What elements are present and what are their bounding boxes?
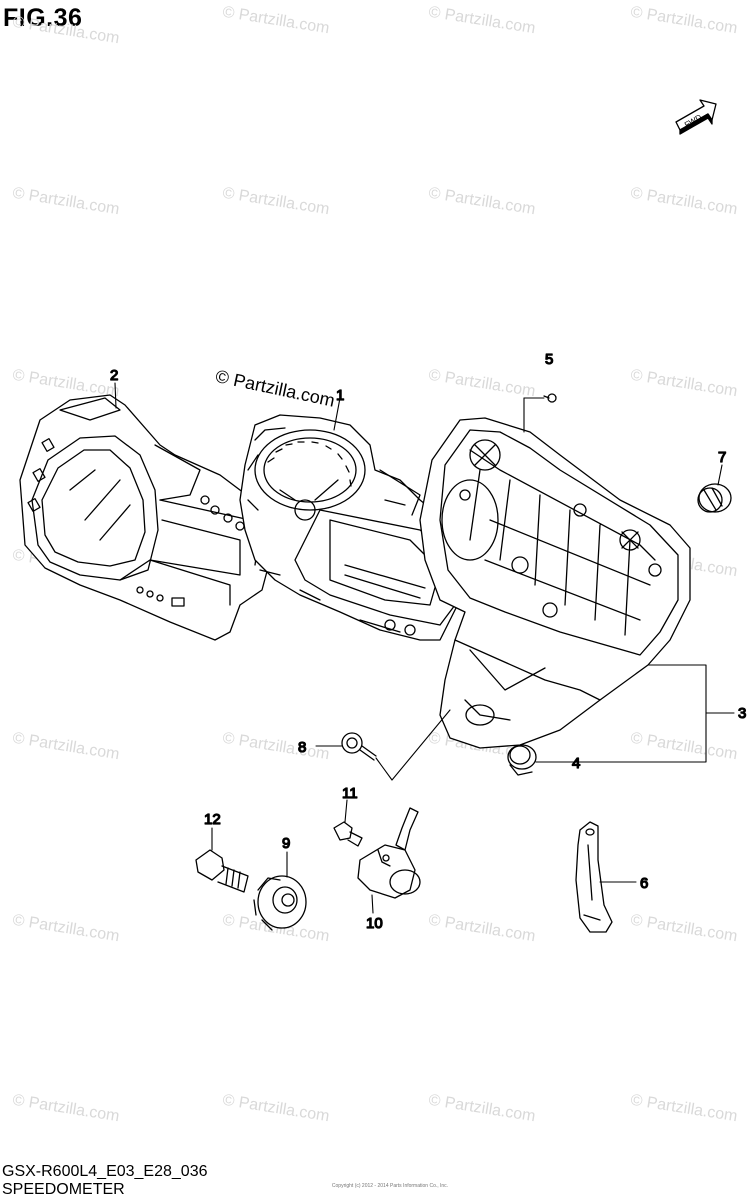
callout-numbers: 2 1 5 7 3 4 8 11 12 9 6 10 [109,350,747,932]
part-bolt-8 [341,732,377,761]
callout-3: 3 [738,705,746,722]
callout-1: 1 [336,387,344,404]
callout-6: 6 [640,875,648,892]
leader-lines [114,382,735,914]
part-cushion-9 [253,875,307,931]
part-speedometer-assembly [239,414,471,641]
part-sensor-10 [357,807,421,899]
part-meter-case [419,417,691,749]
callout-9: 9 [282,835,290,852]
figure-title: FIG.36 [3,4,83,32]
section-name: SPEEDOMETER [2,1181,125,1198]
callout-8: 8 [298,739,306,756]
model-code: GSX-R600L4_E03_E28_036 [2,1163,208,1180]
callout-5: 5 [545,351,553,368]
callout-4: 4 [572,755,580,772]
callout-10: 10 [366,915,383,932]
callout-7: 7 [718,449,726,466]
part-meter-cover [19,394,271,641]
part-screw-11 [333,821,363,847]
callout-11: 11 [342,785,358,802]
callout-12: 12 [204,811,221,828]
part-grommet-7 [697,483,732,513]
callout-2: 2 [110,367,118,384]
copyright-text: Copyright (c) 2012 - 2014 Parts Informat… [331,1183,449,1189]
fwd-arrow: FWD [675,99,717,135]
part-grommet-4 [507,744,537,776]
part-screw-5 [543,393,557,403]
part-band-6 [575,821,613,933]
part-bolt-12 [195,849,249,893]
